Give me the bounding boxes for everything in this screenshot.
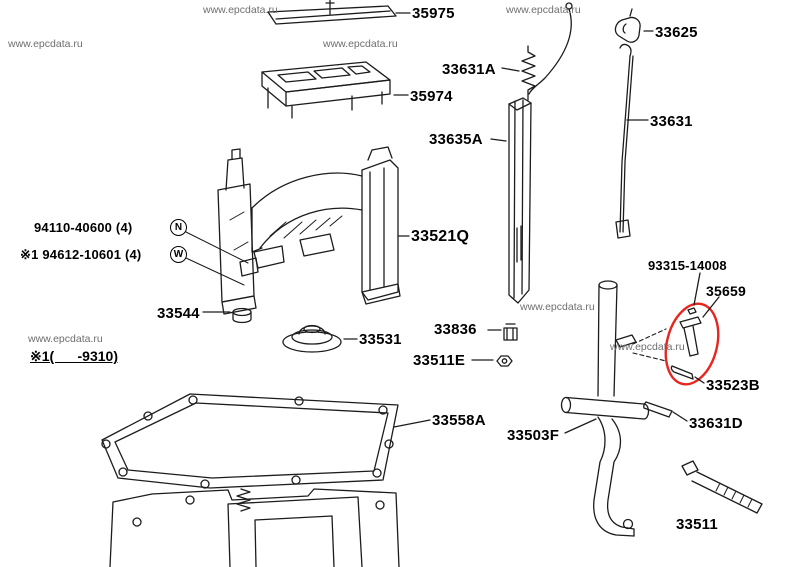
lower-body-drawing [109, 488, 400, 567]
housing-33521Q-drawing [217, 146, 401, 315]
watermark: www.epcdata.ru [203, 4, 278, 16]
plate-35659-drawing [679, 307, 702, 357]
boot-33531-drawing [282, 324, 342, 353]
watermark: www.epcdata.ru [323, 38, 398, 50]
part-label-33836: 33836 [434, 321, 477, 338]
watermark: www.epcdata.ru [506, 4, 581, 16]
spring-33631A-drawing [521, 2, 573, 101]
bolt-33511-drawing [681, 460, 763, 514]
part-label-35974: 35974 [410, 88, 453, 105]
part-label-35659: 35659 [706, 283, 746, 299]
part-label-33631D: 33631D [689, 415, 743, 432]
channel-33635A-drawing [508, 97, 532, 304]
part-label-33511E: 33511E [413, 352, 466, 369]
part-label-33521Q: 33521Q [411, 228, 470, 245]
lever-33503F-drawing [560, 280, 650, 537]
rod-33631-drawing [615, 43, 634, 239]
watermark: www.epcdata.ru [28, 333, 103, 345]
part-label-33503F: 33503F [507, 427, 560, 444]
part-label-35975: 35975 [412, 5, 455, 22]
washer-symbol: W [170, 246, 187, 263]
watermark: www.epcdata.ru [520, 301, 595, 313]
leader-lines [185, 12, 720, 434]
applicability-note: ※1( -9310) [30, 348, 118, 364]
part-label-33511: 33511 [676, 516, 718, 533]
clip-33625-drawing [614, 8, 641, 43]
part-label-33635A: 33635A [429, 131, 483, 148]
part-label-33523B: 33523B [706, 377, 760, 394]
part-label-33558A: 33558A [432, 412, 486, 429]
part-label-33625: 33625 [655, 24, 698, 41]
highlight-ellipse [664, 302, 720, 386]
grommet-33544-drawing [232, 307, 252, 324]
part-label-33631: 33631 [650, 113, 693, 130]
part-label-94110-40600: 94110-40600 (4) [34, 220, 133, 235]
part-label-33544: 33544 [157, 305, 200, 322]
clip-33836-drawing [503, 323, 518, 341]
part-label-93315-14008: 93315-14008 [648, 258, 727, 273]
watermark: www.epcdata.ru [610, 341, 685, 353]
bracket-35974-drawing [261, 61, 391, 119]
part-label-94612-10601: ※1 94612-10601 (4) [20, 247, 142, 262]
nut-33511E-drawing [496, 355, 513, 367]
pin-33523B-drawing [670, 365, 694, 380]
gasket-33558A-drawing [101, 393, 399, 489]
plate-35975-drawing [267, 0, 397, 25]
part-label-33631A: 33631A [442, 61, 496, 78]
nut-symbol: N [170, 219, 187, 236]
watermark: www.epcdata.ru [8, 38, 83, 50]
part-label-33531: 33531 [359, 331, 402, 348]
pin-33631D-drawing [643, 401, 673, 418]
